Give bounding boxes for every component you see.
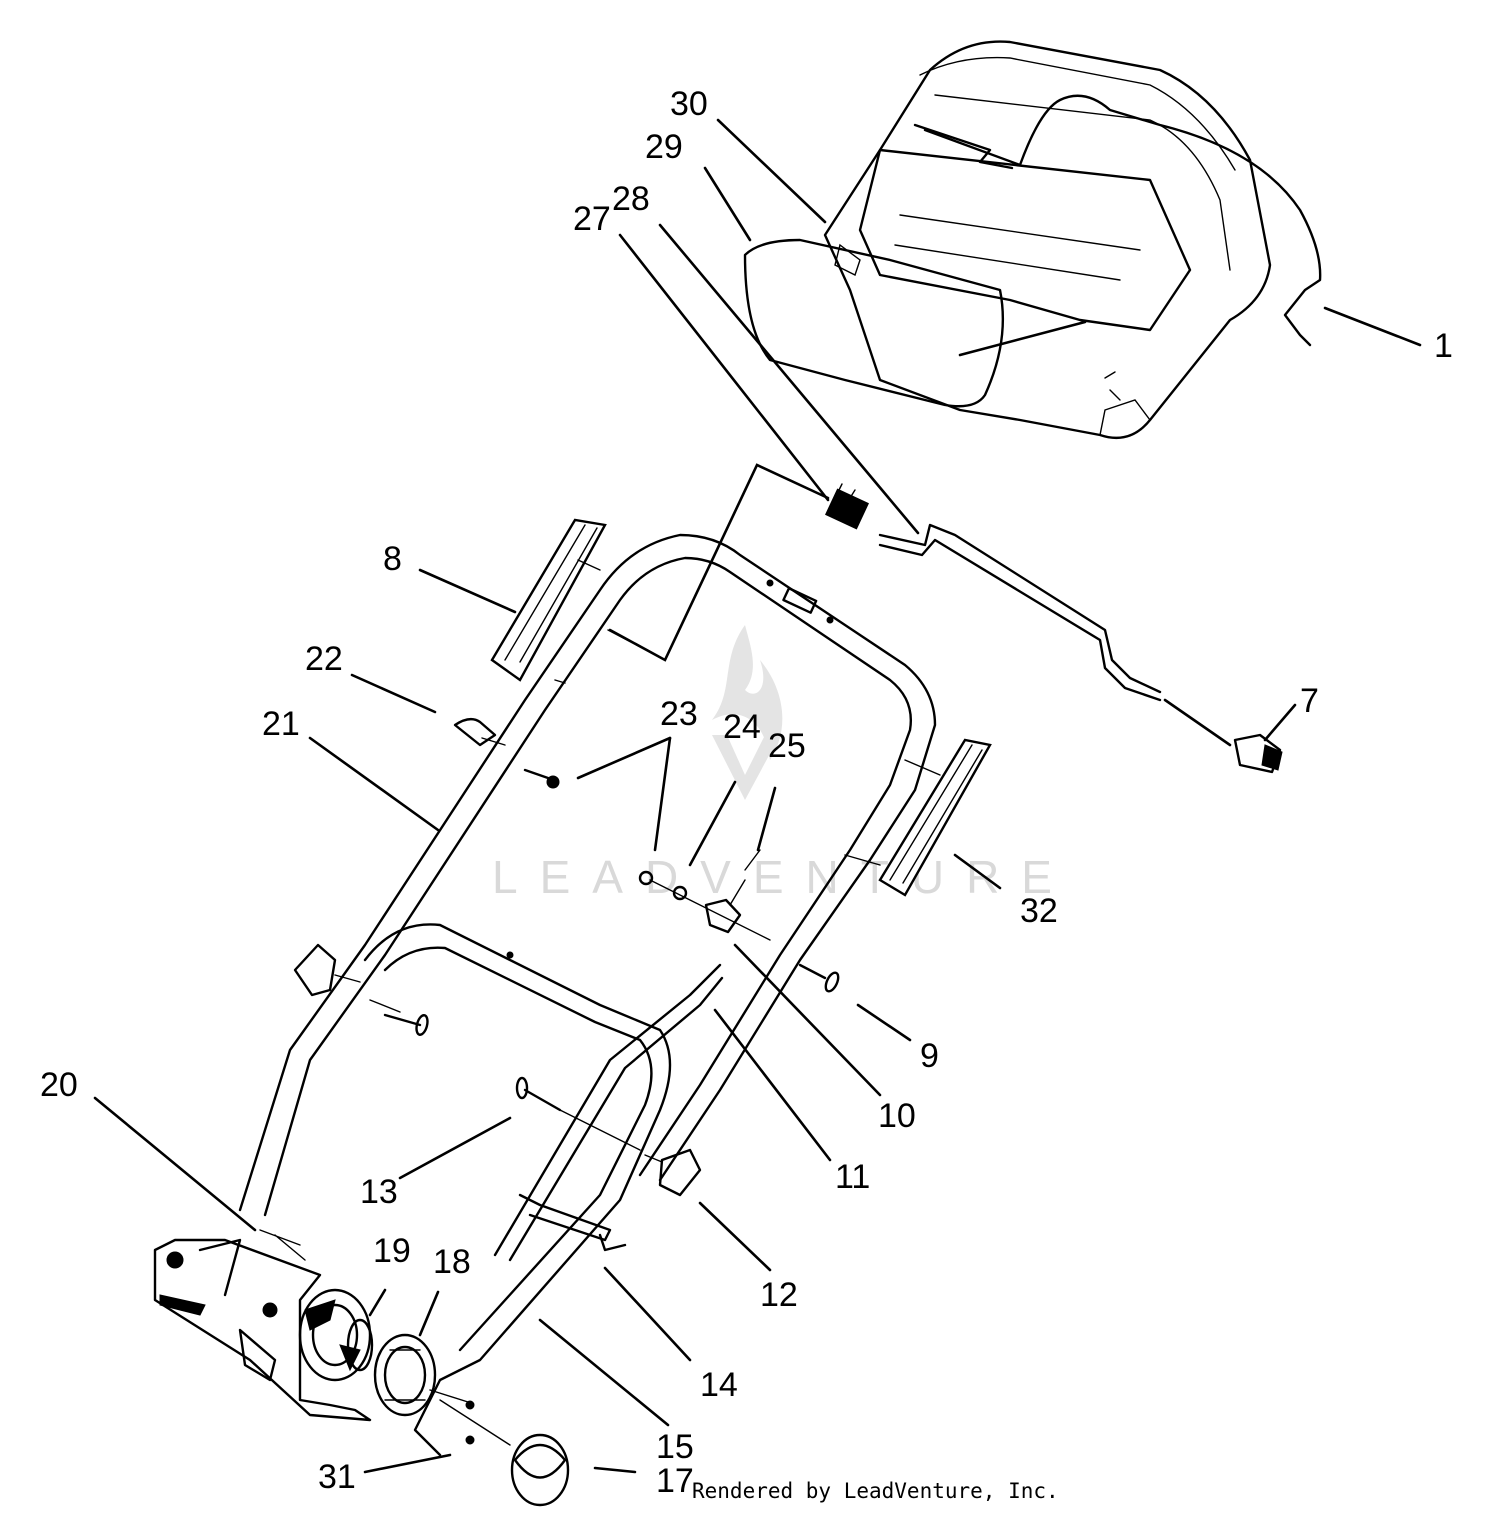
upper-handle[interactable] [238, 533, 937, 1217]
callout-10[interactable]: 10 [878, 1097, 916, 1135]
screws-31[interactable] [429, 1389, 475, 1445]
callout-1[interactable]: 1 [1434, 327, 1453, 365]
lower-handle[interactable] [363, 923, 724, 1457]
callout-17[interactable]: 17 [656, 1462, 694, 1500]
wheel-19[interactable] [298, 1288, 374, 1382]
callout-27[interactable]: 27 [573, 200, 611, 238]
credit-text: Rendered by LeadVenture, Inc. [692, 1479, 1059, 1503]
spring[interactable] [825, 483, 869, 530]
callout-13[interactable]: 13 [360, 1173, 398, 1211]
callout-9[interactable]: 9 [920, 1037, 939, 1075]
operator-control-rod[interactable] [878, 523, 1162, 702]
knob-12[interactable] [644, 1148, 702, 1197]
knob-upper-left[interactable] [293, 943, 429, 1036]
bolt-9[interactable] [798, 963, 841, 993]
callout-7[interactable]: 7 [1300, 682, 1319, 720]
bag-frame-rod[interactable] [913, 94, 1322, 347]
callout-28[interactable]: 28 [612, 180, 650, 218]
bolt-13[interactable] [515, 1076, 641, 1151]
deck-bracket[interactable] [153, 1229, 372, 1422]
callout-31[interactable]: 31 [318, 1458, 356, 1496]
callout-19[interactable]: 19 [373, 1232, 411, 1270]
callout-22[interactable]: 22 [305, 640, 343, 678]
wheel-17[interactable] [439, 1399, 570, 1507]
wheel-hub-18[interactable] [373, 1333, 437, 1417]
latch-clip[interactable] [453, 717, 506, 747]
grip-left[interactable] [490, 518, 666, 684]
callout-12[interactable]: 12 [760, 1276, 798, 1314]
leader-lines [93, 118, 1422, 1474]
grass-catcher-bag[interactable] [823, 40, 1272, 440]
callout-25[interactable]: 25 [768, 727, 806, 765]
bag-flap[interactable] [743, 238, 1087, 408]
cable-end-fitting[interactable] [1163, 698, 1283, 774]
grip-right[interactable] [844, 738, 992, 897]
callout-15[interactable]: 15 [656, 1428, 694, 1466]
callout-14[interactable]: 14 [700, 1366, 738, 1404]
callout-24[interactable]: 24 [723, 708, 761, 746]
callout-30[interactable]: 30 [670, 85, 708, 123]
callout-23[interactable]: 23 [660, 695, 698, 733]
washer-nut-assembly[interactable] [638, 849, 771, 941]
carriage-bolt-23[interactable] [523, 768, 560, 789]
callout-8[interactable]: 8 [383, 540, 402, 578]
callout-20[interactable]: 20 [40, 1066, 78, 1104]
watermark: LEADVENTURE [492, 625, 1074, 903]
callout-29[interactable]: 29 [645, 128, 683, 166]
callout-11[interactable]: 11 [835, 1158, 870, 1196]
callout-21[interactable]: 21 [262, 705, 300, 743]
watermark-text: LEADVENTURE [492, 851, 1074, 903]
callout-18[interactable]: 18 [433, 1243, 471, 1281]
callout-labels: 1 7 8 9 10 11 12 13 14 15 17 18 19 20 21… [40, 85, 1453, 1500]
callout-32[interactable]: 32 [1020, 892, 1058, 930]
